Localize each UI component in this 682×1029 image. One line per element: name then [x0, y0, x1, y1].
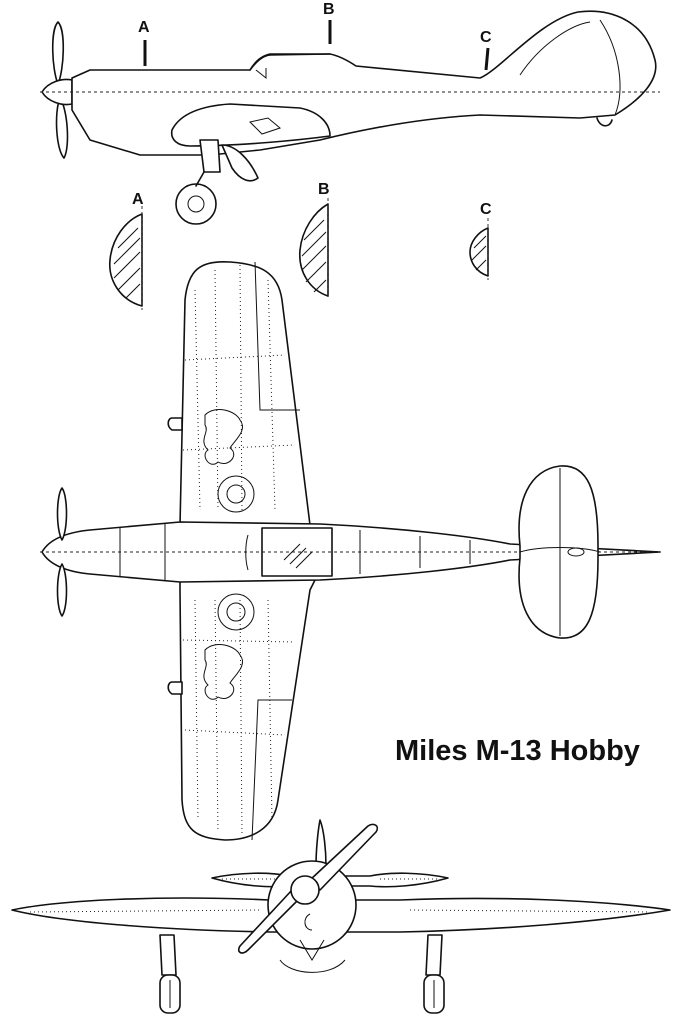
cross-sections: A B C	[109, 181, 492, 310]
section-a-label: A	[132, 191, 144, 208]
section-c-label: C	[480, 201, 492, 218]
top-tailplane	[518, 465, 599, 639]
top-cockpit	[261, 527, 333, 577]
side-marker-c: C	[480, 29, 492, 46]
top-view	[40, 260, 662, 841]
side-fuselage	[71, 10, 657, 156]
side-marker-b: B	[323, 1, 335, 18]
side-wing-root	[170, 103, 331, 147]
front-fuselage	[267, 860, 357, 950]
front-view	[11, 819, 671, 1014]
side-marker-a: A	[138, 19, 150, 36]
top-propeller	[56, 487, 68, 617]
front-landing-gear-left	[159, 934, 181, 1014]
side-view: A B C	[40, 1, 660, 225]
side-canopy	[249, 53, 331, 71]
front-landing-gear-right	[423, 934, 445, 1014]
section-c: C	[469, 201, 492, 280]
section-a: A	[109, 191, 144, 310]
drawing-title: Miles M-13 Hobby	[395, 735, 640, 767]
section-b-label: B	[318, 181, 330, 198]
front-propeller	[237, 823, 379, 973]
section-b: B	[299, 181, 330, 300]
side-landing-gear	[175, 139, 259, 225]
